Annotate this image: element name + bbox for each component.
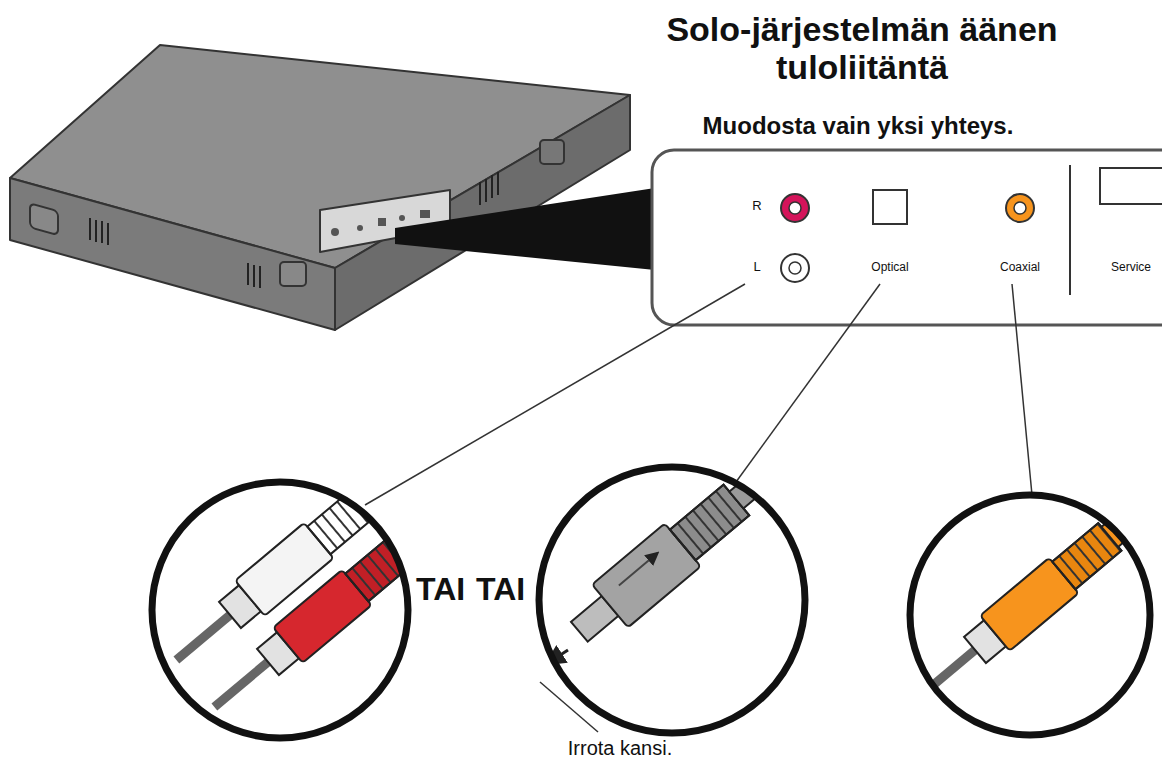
console-unit (10, 45, 630, 330)
port-label: Coaxial (1000, 261, 1040, 274)
or-label: TAI (416, 572, 465, 607)
subtitle: Muodosta vain yksi yhteys. (703, 113, 1014, 139)
callout-wedge (395, 188, 655, 270)
coaxial-cable-detail (907, 416, 1162, 735)
title: Solo-järjestelmän äänen tuloliitäntä (622, 10, 1102, 86)
connector-panel (652, 150, 1162, 325)
port-label: Service (1111, 261, 1151, 274)
note-label: Irrota kansi. (568, 737, 672, 759)
port-label: R (752, 199, 761, 213)
rca-cable-detail (152, 381, 540, 738)
or-label: TAI (476, 572, 525, 607)
port-label: L (753, 260, 760, 274)
optical-cable-detail (512, 376, 877, 733)
port-label: Optical (871, 261, 908, 274)
